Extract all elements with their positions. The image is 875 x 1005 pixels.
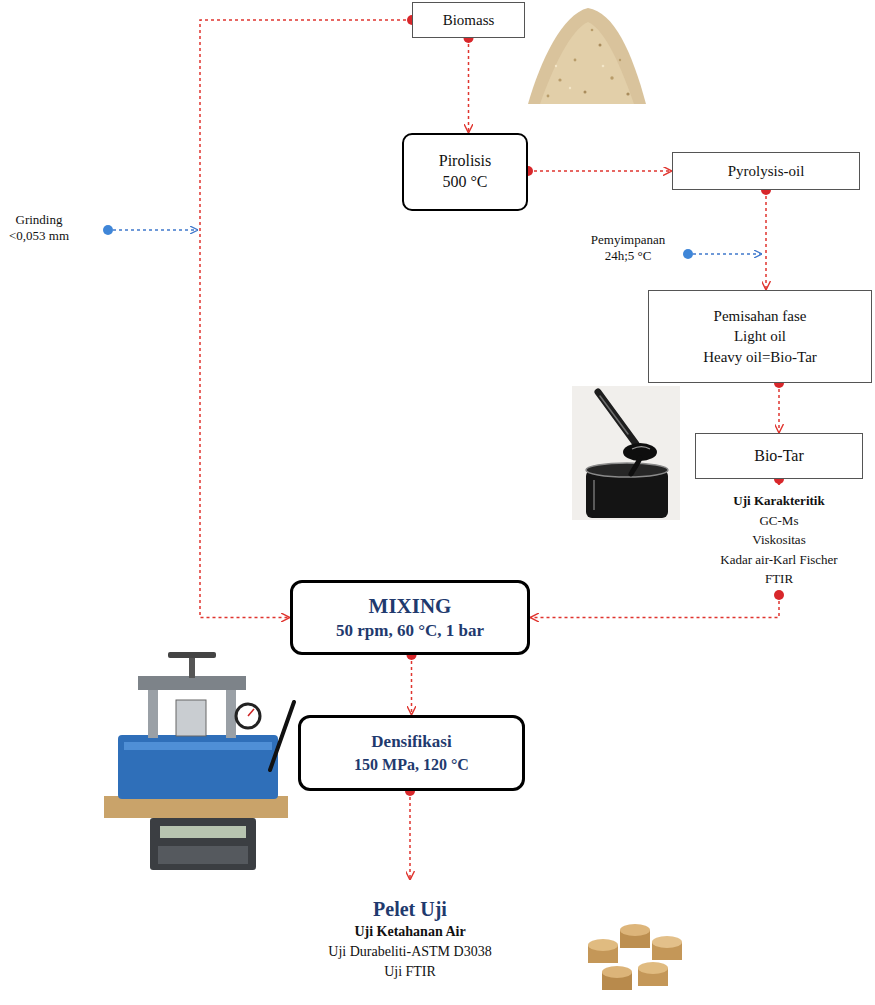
input-note: Pemyimpanan 24h;5 °C bbox=[578, 232, 678, 263]
biomass-photo-part bbox=[584, 91, 587, 94]
start-dot bbox=[774, 590, 784, 600]
biomass-photo-part bbox=[569, 87, 571, 89]
bio-tar-photo-part bbox=[572, 386, 680, 520]
body-text: 150 MPa, 120 °C bbox=[354, 754, 469, 776]
pellets-photo bbox=[588, 924, 682, 990]
input-note: Grinding <0,053 mm bbox=[0, 212, 78, 243]
process-box: Pirolisis 500 °C bbox=[402, 133, 528, 211]
body-text: Heavy oil=Bio-Tar bbox=[703, 347, 817, 367]
body-text: Viskositas bbox=[752, 530, 805, 550]
grinding-input-arrow-part bbox=[103, 225, 113, 235]
node-title: Biomass bbox=[443, 12, 495, 29]
bio-tar-photo bbox=[572, 386, 680, 520]
bio-tar-photo-part bbox=[586, 463, 668, 477]
biomass-photo-part bbox=[619, 59, 621, 61]
pellets-photo-part bbox=[602, 966, 632, 978]
biomass-photo-part bbox=[626, 92, 629, 95]
flow-arrow bbox=[200, 20, 412, 618]
press-machine-photo-part bbox=[248, 709, 254, 716]
flow-arrow bbox=[778, 383, 780, 433]
body-text: 50 rpm, 60 °C, 1 bar bbox=[336, 620, 484, 642]
press-machine-photo-part bbox=[104, 796, 288, 818]
press-machine-photo-part bbox=[150, 818, 256, 870]
body-text: Kadar air-Karl Fischer bbox=[720, 550, 837, 570]
biomass-photo-part bbox=[599, 44, 602, 47]
node-title: Pyrolysis-oil bbox=[728, 163, 805, 180]
flow-arrow bbox=[765, 190, 767, 290]
body-text: FTIR bbox=[765, 569, 793, 589]
bio-tar-photo-part bbox=[632, 447, 650, 449]
biomass-photo-part bbox=[591, 29, 594, 32]
pellets-photo-part bbox=[620, 924, 650, 936]
press-machine-photo-part bbox=[236, 704, 260, 728]
node-title: Bio-Tar bbox=[754, 447, 804, 465]
result-list: Pelet UjiUji Ketahanan AirUji Durabeliti… bbox=[310, 880, 510, 998]
press-machine-photo-part bbox=[124, 742, 272, 750]
bio-tar-photo-part bbox=[593, 480, 595, 510]
body-text: Light oil bbox=[734, 326, 786, 346]
press-machine-photo-part bbox=[270, 702, 294, 770]
node-title: Uji Karakteritik bbox=[733, 491, 824, 511]
press-machine-photo bbox=[104, 652, 294, 870]
body-text: Uji Ketahanan Air bbox=[354, 922, 465, 942]
flow-arrow bbox=[528, 170, 672, 172]
node-title: Pirolisis 500 °C bbox=[429, 151, 501, 193]
biomass-photo-part bbox=[558, 78, 561, 81]
grinding-input-arrow-part bbox=[113, 229, 198, 231]
pellets-photo-part bbox=[588, 939, 618, 951]
step-box: Pemisahan faseLight oilHeavy oil=Bio-Tar bbox=[648, 290, 872, 383]
input-box: Biomass bbox=[412, 2, 525, 38]
flow-arrow bbox=[468, 38, 470, 133]
press-machine-photo-part bbox=[226, 684, 236, 738]
press-machine-photo-part bbox=[168, 652, 216, 658]
biomass-photo-part bbox=[574, 59, 577, 62]
press-machine-photo-part bbox=[118, 735, 278, 799]
storage-input-arrow bbox=[683, 249, 762, 259]
body-text: GC-Ms bbox=[759, 511, 798, 531]
biomass-photo-part bbox=[547, 95, 550, 98]
bio-tar-photo-part bbox=[598, 392, 636, 444]
flow-arrow bbox=[411, 655, 413, 715]
press-machine-photo-part bbox=[158, 846, 248, 864]
biomass-photo bbox=[528, 8, 646, 104]
biomass-photo-part bbox=[528, 8, 646, 104]
press-machine-photo-part bbox=[138, 676, 246, 690]
product-box: Bio-Tar bbox=[695, 433, 863, 479]
biomass-photo-part bbox=[540, 22, 634, 104]
process-box: MIXING50 rpm, 60 °C, 1 bar bbox=[290, 580, 530, 655]
bio-tar-photo-part bbox=[600, 396, 628, 434]
bio-tar-photo-part bbox=[631, 458, 640, 474]
biomass-photo-part bbox=[602, 65, 605, 68]
node-title: Pemisahan fase bbox=[714, 306, 807, 326]
process-box: Densifikasi150 MPa, 120 °C bbox=[298, 715, 525, 791]
node-title: Densifikasi bbox=[371, 730, 451, 754]
biomass-photo-part bbox=[555, 65, 557, 67]
grinding-input-arrow bbox=[103, 225, 198, 235]
biomass-photo-part bbox=[610, 76, 613, 79]
pellets-photo-part bbox=[638, 962, 668, 974]
flow-arrow bbox=[530, 595, 779, 618]
press-machine-photo-part bbox=[148, 684, 158, 738]
storage-input-arrow-part bbox=[683, 249, 693, 259]
flow-arrow bbox=[409, 791, 411, 880]
body-text: Uji FTIR bbox=[384, 962, 436, 982]
pellets-photo-part bbox=[652, 936, 682, 948]
body-text: Uji Durabeliti-ASTM D3038 bbox=[328, 942, 491, 962]
press-machine-photo-part bbox=[176, 700, 206, 736]
node-title: MIXING bbox=[369, 593, 452, 620]
output-box: Pyrolysis-oil bbox=[672, 152, 860, 190]
test-list: Uji KarakteritikGC-MsViskositasKadar air… bbox=[688, 485, 870, 595]
press-machine-photo-part bbox=[160, 826, 246, 838]
node-title: Pelet Uji bbox=[373, 896, 447, 922]
storage-input-arrow-part bbox=[693, 253, 762, 255]
